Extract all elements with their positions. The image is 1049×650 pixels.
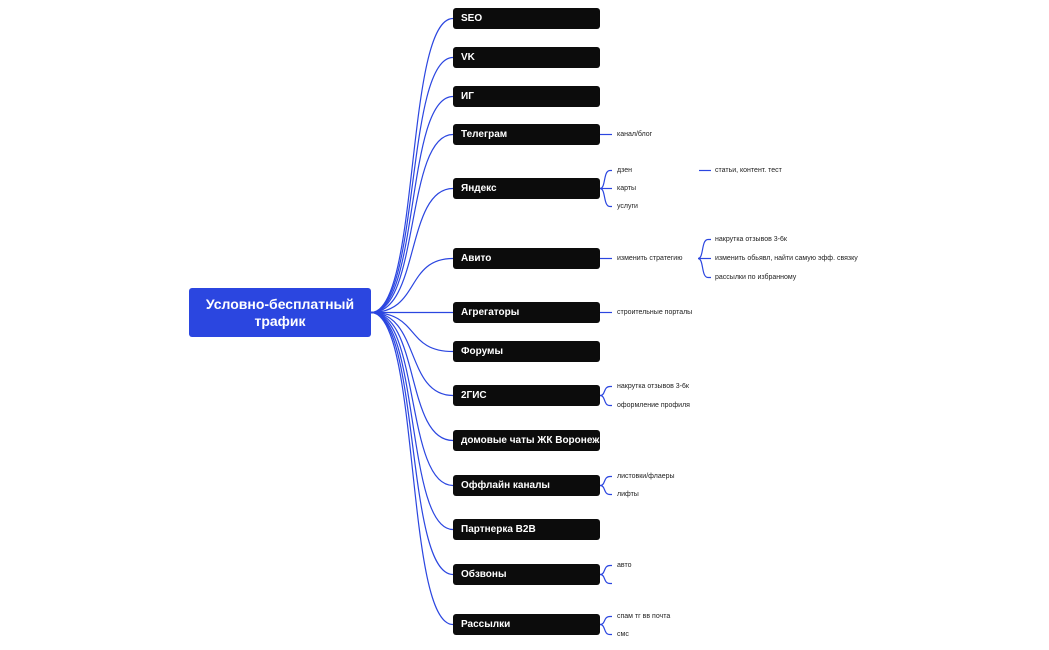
branch-label: SEO [461,13,483,24]
branch-house-chats[interactable]: домовые чаты ЖК Воронежа [453,430,605,451]
connector-root-branch [370,311,454,576]
leaf-mailings-sms[interactable]: смс [617,631,629,638]
leaf-mailings-spam[interactable]: спам тг вв почта [617,613,671,620]
leaf-2gis-reviews[interactable]: накрутка отзывов 3-6к [617,383,689,390]
branch-label: Авито [461,253,492,264]
connector-mailings [599,623,612,636]
leaf-yandex-services[interactable]: услуги [617,203,638,210]
connector-root-branch [370,257,454,314]
connector-root-branch [370,311,454,626]
connector-mailings [599,615,612,626]
leaf-yandex-dzen[interactable]: дзен [617,167,632,174]
leaf-avito-strategy[interactable]: изменить стратегию [617,255,683,262]
branch-mailings[interactable]: Рассылки [453,614,600,635]
connector-root-branch [370,56,454,314]
branch-label: Форумы [461,346,503,357]
branch-calls[interactable]: Обзвоны [453,564,600,585]
connector-yandex [599,169,612,190]
connector-2gis [599,385,612,397]
leaf-yandex-maps[interactable]: карты [617,185,637,192]
branch-seo[interactable]: SEO [453,8,600,29]
leaf-avito-ads[interactable]: изменить обьявл, найти самую эфф. связку [715,255,858,262]
branch-label: Телеграм [461,129,508,140]
branch-2gis[interactable]: 2ГИС [453,385,600,406]
branch-avito[interactable]: Авито [453,248,600,269]
connector-root-branch [370,311,454,531]
root-node[interactable]: Условно-бесплатный трафик [189,288,371,337]
leaf-telegram-channel[interactable]: канал/блог [617,131,653,138]
branch-aggregators[interactable]: Агрегаторы [453,302,600,323]
branch-label: Обзвоны [461,569,507,580]
leaf-avito-favorites[interactable]: рассылки по избранному [715,274,797,281]
leaf-offline-elevators[interactable]: лифты [617,491,639,498]
branch-label: Партнерка B2B [461,524,536,535]
branch-label: Рассылки [461,619,511,630]
connector-root-branch [370,311,454,353]
leaf-offline-flyers[interactable]: листовки/флаеры [617,473,675,480]
branch-offline[interactable]: Оффлайн каналы [453,475,600,496]
connector-root-branch [370,95,454,314]
connector-root-branch [370,311,454,487]
branch-label: ИГ [461,91,474,102]
branch-forums[interactable]: Форумы [453,341,600,362]
connector-2gis [599,394,612,407]
connector-offline [599,484,612,496]
connector-root-branch [370,311,454,397]
branch-label: Оффлайн каналы [461,480,550,491]
leaf-dzen-articles[interactable]: статьи, контент. тест [715,167,782,174]
branch-label: VK [461,52,475,63]
branch-partner-b2b[interactable]: Партнерка B2B [453,519,600,540]
leaf-aggregators-portals[interactable]: строительные порталы [617,309,693,316]
branch-yandex[interactable]: Яндекс [453,178,600,199]
connector-yandex [599,187,612,208]
branch-label: 2ГИС [461,390,487,401]
connector-avito-strategy [697,238,711,260]
connector-root-branch [370,17,454,314]
branch-vk[interactable]: VK [453,47,600,68]
branch-label: Агрегаторы [461,307,520,318]
branch-ig[interactable]: ИГ [453,86,600,107]
connector-offline [599,475,612,487]
leaf-2gis-profile[interactable]: оформление профиля [617,402,690,409]
root-label: Условно-бесплатный трафик [205,295,355,329]
branch-label: Яндекс [461,183,497,194]
connector-calls [599,573,612,585]
leaf-avito-reviews[interactable]: накрутка отзывов 3-6к [715,236,787,243]
leaf-calls-auto[interactable]: авто [617,562,632,569]
connector-root-branch [370,133,454,314]
connector-root-branch [370,311,454,442]
connector-root-branch [370,187,454,314]
branch-telegram[interactable]: Телеграм [453,124,600,145]
connector-calls [599,564,612,576]
branch-label: домовые чаты ЖК Воронежа [461,435,606,446]
connector-avito-strategy [697,257,711,279]
